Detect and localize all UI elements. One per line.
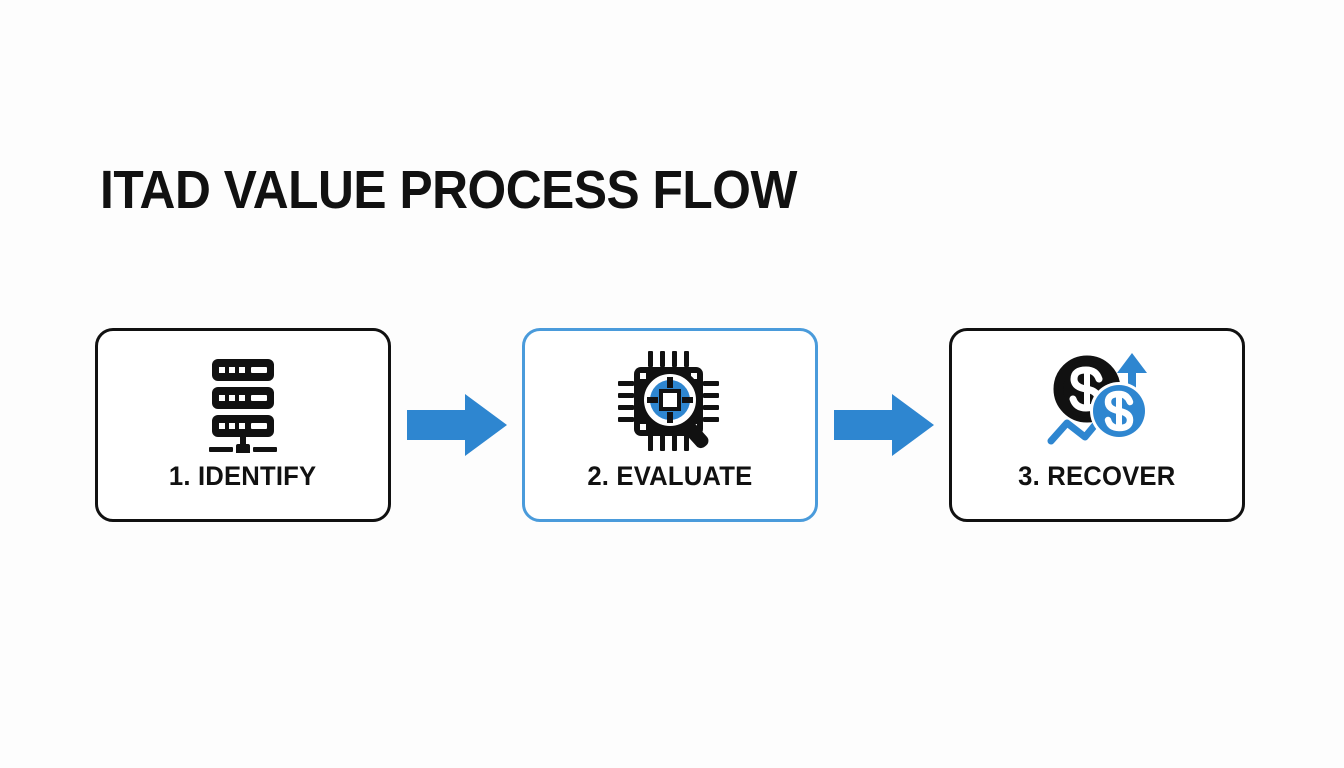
process-step-label: 3. RECOVER <box>1018 461 1176 491</box>
process-flow-row: 1. IDENTIFY <box>95 327 1245 523</box>
process-step-identify[interactable]: 1. IDENTIFY <box>95 328 391 522</box>
server-rack-icon <box>191 349 295 453</box>
process-step-recover[interactable]: 3. RECOVER <box>949 328 1245 522</box>
dollar-coins-growth-icon <box>1043 349 1151 453</box>
arrow-right-icon <box>402 381 512 469</box>
arrow-right-icon <box>829 381 939 469</box>
process-step-label: 2. EVALUATE <box>587 461 753 491</box>
process-step-label: 1. IDENTIFY <box>169 461 317 491</box>
chip-magnifier-icon <box>616 349 724 453</box>
process-step-evaluate[interactable]: 2. EVALUATE <box>522 328 818 522</box>
page-title: ITAD VALUE PROCESS FLOW <box>100 160 797 220</box>
